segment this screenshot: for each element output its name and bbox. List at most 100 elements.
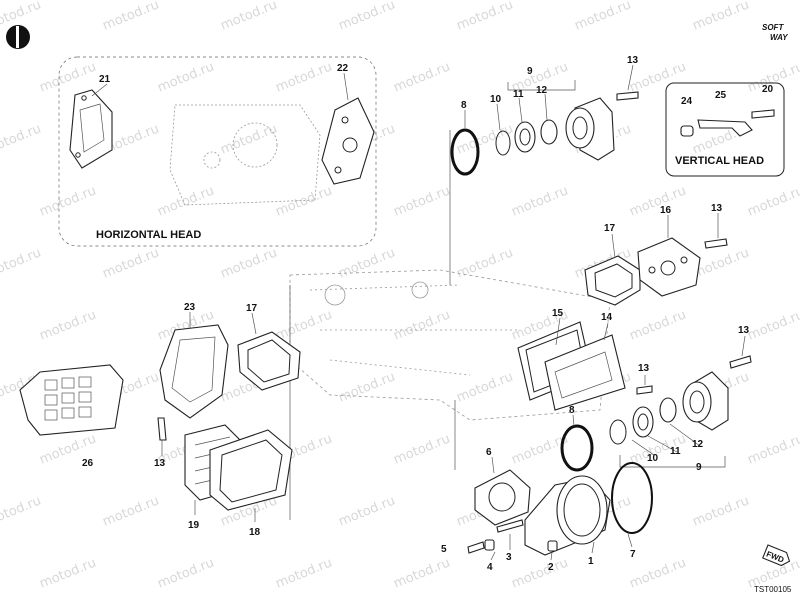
callout-7: 7 [630,549,636,560]
watermark-text: motod.ru [454,0,515,34]
callout-9-top: 9 [527,66,533,77]
part-11-bearing-lower [632,406,654,438]
softway-logo: SOFT WAY [762,23,788,42]
watermark-text: motod.ru [391,555,452,591]
callout-12-lower: 12 [692,439,704,450]
part-4-nut [484,539,495,551]
watermark-text: motod.ru [745,183,800,219]
center-plates: 15 14 13 [517,308,653,411]
part-13-bolt-lower [729,355,752,369]
watermark-text: motod.ru [0,121,43,157]
watermark-text: motod.ru [155,555,216,591]
watermark-text: motod.ru [745,307,800,343]
part-10-circlip-top [495,130,511,156]
watermark-text: motod.ru [155,59,216,95]
callout-2: 2 [548,562,554,573]
callout-15: 15 [552,308,564,319]
part-13-bolt-right [704,238,728,249]
callout-14: 14 [601,312,613,323]
fwd-badge: FWD [762,544,791,567]
watermark-text: motod.ru [509,555,570,591]
watermark-text: motod.ru [572,0,633,34]
watermark-text: motod.ru [218,121,279,157]
callout-8-lower: 8 [569,405,575,416]
callout-10-lower: 10 [647,453,659,464]
watermark-text: motod.ru [0,493,43,529]
watermark-text: motod.ru [273,183,334,219]
watermark-text: motod.ru [273,555,334,591]
part-5-screw [467,541,485,554]
watermark-text: motod.ru [336,369,397,405]
watermark-text: motod.ru [336,245,397,281]
watermark-text: motod.ru [218,0,279,34]
callout-22: 22 [337,63,349,74]
callout-9-lower: 9 [696,462,702,473]
part-20-screw [751,109,775,119]
watermark-text: motod.ru [336,0,397,34]
callout-18: 18 [249,527,261,538]
part-17-gasket-right [584,255,641,306]
callout-6: 6 [486,447,492,458]
vertical-head-inset: 24 25 20 VERTICAL HEAD [665,82,785,177]
watermark-text: motod.ru [37,307,98,343]
callout-13-center: 13 [638,363,650,374]
watermark-text: motod.ru [100,0,161,34]
upper-right-cover: 17 16 13 [584,203,728,306]
part-12-seal-top [540,119,558,145]
watermark-text: motod.ru [37,555,98,591]
callout-13-left: 13 [154,458,166,469]
part-14-plate [544,334,626,411]
callout-13-right: 13 [711,203,723,214]
callout-5: 5 [441,544,447,555]
part-26-reed-plate [19,364,124,436]
callout-17-left: 17 [246,303,258,314]
part-18-gasket [209,429,293,511]
callout-17-right: 17 [604,223,616,234]
part-12-seal-lower [659,397,677,423]
callout-13-top: 13 [627,55,639,66]
callout-1: 1 [588,556,594,567]
top-bearing-stack: 9 8 10 11 12 13 [450,55,639,176]
callout-23: 23 [184,302,196,313]
watermark-text: motod.ru [273,59,334,95]
part-13-bolt-left [157,417,167,441]
watermark-text: motod.ru [391,307,452,343]
part-8-oring-lower [560,424,594,472]
callout-13-lower: 13 [738,325,750,336]
watermark-text: motod.ru [0,245,43,281]
watermark-text: motod.ru [627,183,688,219]
callout-3: 3 [506,552,512,563]
watermark-text: motod.ru [100,493,161,529]
horizontal-head-inset: 21 22 HORIZONTAL HEAD [58,56,377,247]
engine-outline [289,130,611,520]
vertical-head-label: VERTICAL HEAD [675,155,764,167]
callout-24: 24 [681,96,693,107]
callout-8-top: 8 [461,100,467,111]
watermark-text: motod.ru [336,493,397,529]
watermark-text: motod.ru [627,555,688,591]
part-11-bearing-top [514,121,536,153]
callout-21: 21 [99,74,111,85]
watermark-text: motod.ru [690,493,751,529]
part-3-stud [496,519,524,533]
drawing-code: TST00105 [754,585,792,594]
callout-11-top: 11 [513,89,524,100]
callout-12-top: 12 [536,85,548,96]
watermark-text: motod.ru [627,307,688,343]
callout-25: 25 [715,90,727,101]
watermark-text: motod.ru [690,0,751,34]
left-parts: 26 23 17 13 19 18 [19,302,301,538]
watermark-text: motod.ru [155,183,216,219]
watermark-text: motod.ru [391,59,452,95]
watermark-text: motod.ru [454,121,515,157]
watermark-text: motod.ru [100,245,161,281]
watermark-text: motod.ru [273,307,334,343]
watermark-text: motod.ru [509,183,570,219]
horizontal-head-label: HORIZONTAL HEAD [96,229,201,241]
corner-logo [6,25,30,49]
callout-16: 16 [660,205,672,216]
callout-4: 4 [487,562,493,573]
callout-11-lower: 11 [670,446,681,457]
part-24-bushing [680,125,694,137]
